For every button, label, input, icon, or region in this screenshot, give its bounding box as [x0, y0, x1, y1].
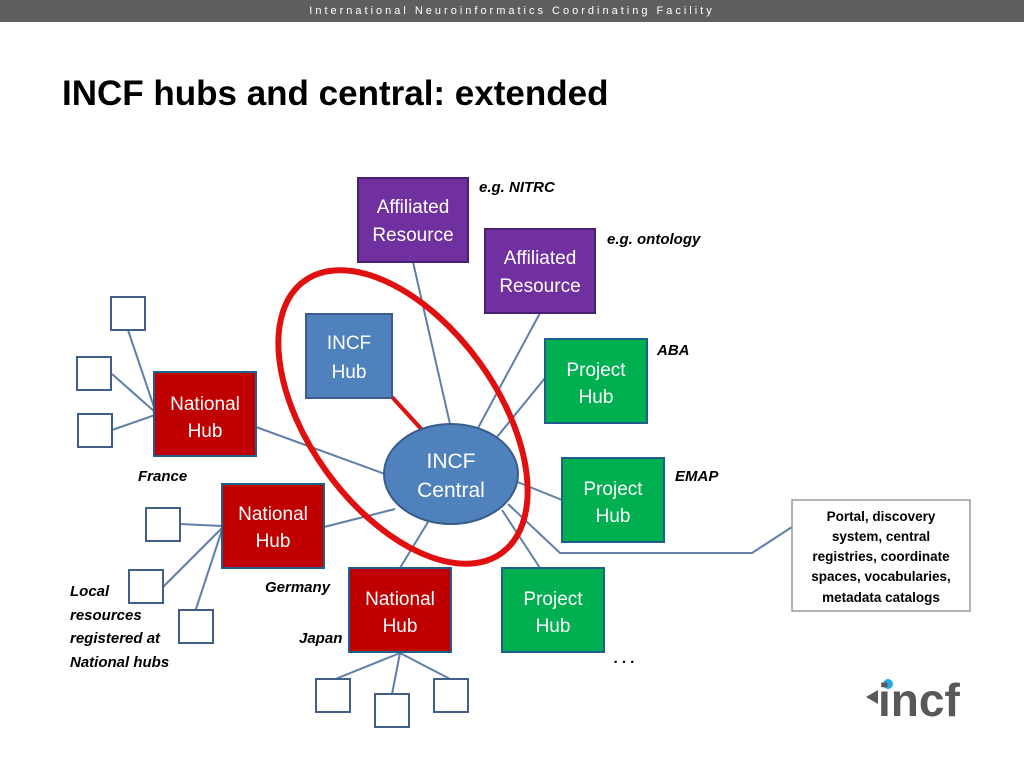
project-label-line1: Project: [583, 479, 643, 500]
local-note-line: resources: [70, 607, 142, 624]
local-note-line: Local: [70, 583, 110, 600]
local-resource-box: [315, 678, 351, 713]
affiliated-label-line1: Affiliated: [377, 197, 450, 218]
incf-logo: incf: [866, 674, 960, 726]
local-resource-box: [433, 678, 469, 713]
local-resource-box: [374, 693, 410, 728]
connector-project-3: [501, 509, 541, 569]
logo-dot-icon: [883, 679, 893, 689]
local-resource-box: [110, 296, 146, 331]
project-label-line2: Hub: [596, 506, 631, 527]
annotation-nitrc: e.g. NITRC: [479, 179, 556, 196]
slide-title: INCF hubs and central: extended: [62, 74, 609, 113]
local-resource-box: [76, 356, 112, 391]
national-label-line2: Hub: [383, 616, 418, 637]
connector-japan-local-2: [391, 652, 401, 695]
annotation-ontology: e.g. ontology: [607, 231, 701, 248]
callout-line: spaces, vocabularies,: [811, 569, 951, 584]
project-hub-node-3: Project Hub: [501, 567, 605, 653]
connector-germany-local-3: [194, 529, 223, 613]
connector-affiliated-1: [412, 261, 451, 425]
callout-line: metadata catalogs: [822, 590, 940, 605]
national-label-line1: National: [170, 394, 240, 415]
connector-project-emap: [514, 480, 563, 501]
local-resource-box: [77, 413, 113, 448]
connector-project-aba: [496, 377, 546, 438]
affiliated-resource-node-1: Affiliated Resource: [357, 177, 469, 263]
annotation-germany: Germany: [265, 579, 331, 596]
national-hub-node-japan: National Hub: [348, 567, 452, 653]
affiliated-label-line1: Affiliated: [504, 248, 577, 269]
incf-central-label-line1: INCF: [427, 450, 476, 473]
connector-france-local-3: [111, 414, 156, 431]
local-resource-box: [178, 609, 214, 644]
project-label-line2: Hub: [579, 387, 614, 408]
annotation-japan: Japan: [299, 630, 342, 647]
callout-line: system, central: [832, 529, 930, 544]
connector-germany-local-1: [179, 523, 223, 527]
annotation-france: France: [138, 468, 187, 485]
project-label-line1: Project: [566, 360, 626, 381]
logo-text: incf: [878, 674, 960, 726]
connector-incf-hub: [390, 395, 426, 434]
national-label-line1: National: [238, 504, 308, 525]
callout-line: Portal, discovery: [827, 509, 936, 524]
annotation-aba: ABA: [656, 342, 690, 359]
annotation-emap: EMAP: [675, 468, 719, 485]
callout-line: registries, coordinate: [812, 549, 950, 564]
project-label-line2: Hub: [536, 616, 571, 637]
affiliated-resource-node-2: Affiliated Resource: [484, 228, 596, 314]
incf-hub-label-line2: Hub: [332, 362, 367, 383]
central-services-callout: Portal, discovery system, central regist…: [791, 499, 971, 612]
national-label-line2: Hub: [188, 421, 223, 442]
project-hub-node-aba: Project Hub: [544, 338, 648, 424]
affiliated-label-line2: Resource: [499, 276, 580, 297]
local-resource-box: [128, 569, 164, 604]
connector-national-france: [255, 426, 386, 475]
connector-germany-local-2: [162, 527, 223, 588]
connector-national-germany: [323, 508, 396, 528]
connector-japan-local-1: [332, 652, 401, 681]
incf-hub-label-line1: INCF: [327, 333, 371, 354]
central-ring: [275, 267, 531, 567]
annotation-ellipsis: . . .: [614, 650, 635, 667]
incf-hub-node: INCF Hub: [305, 313, 393, 399]
local-resource-box: [145, 507, 181, 542]
local-resources-note: Local resources registered at National h…: [70, 583, 169, 671]
logo-arrow-icon: [866, 690, 878, 704]
project-hub-node-emap: Project Hub: [561, 457, 665, 543]
header-bar: International Neuroinformatics Coordinat…: [0, 0, 1024, 22]
connector-national-japan: [399, 521, 429, 569]
org-name: International Neuroinformatics Coordinat…: [309, 5, 715, 17]
local-resources: [76, 296, 469, 728]
connectors: [111, 261, 793, 695]
local-note-line: registered at: [70, 630, 161, 647]
affiliated-label-line2: Resource: [372, 225, 453, 246]
national-hub-node-france: National Hub: [153, 371, 257, 457]
connector-france-local-2: [111, 373, 156, 413]
incf-central-node: INCF Central: [383, 423, 519, 525]
national-hub-node-germany: National Hub: [221, 483, 325, 569]
callout-leader: [507, 503, 793, 554]
project-label-line1: Project: [523, 589, 583, 610]
national-label-line1: National: [365, 589, 435, 610]
local-note-line: National hubs: [70, 654, 169, 671]
national-label-line2: Hub: [256, 531, 291, 552]
connector-france-local-1: [127, 329, 156, 411]
connector-affiliated-2: [477, 312, 541, 429]
connector-japan-local-3: [399, 652, 451, 680]
incf-central-label-line2: Central: [417, 479, 485, 502]
